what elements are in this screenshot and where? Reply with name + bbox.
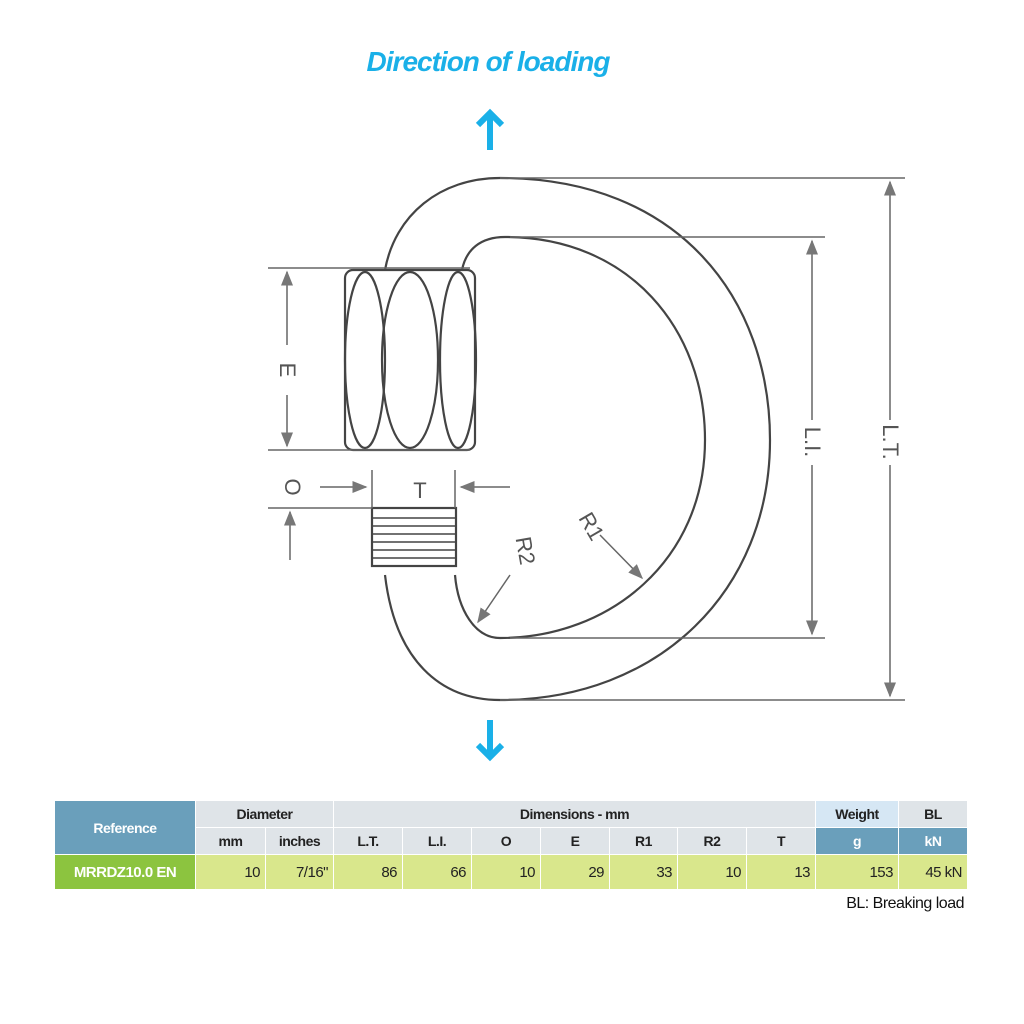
value-cell: 33 xyxy=(609,854,678,890)
subheader: R2 xyxy=(677,827,747,855)
label-lt: L.T. xyxy=(878,424,903,459)
label-li: L.I. xyxy=(800,427,825,458)
subheader: L.I. xyxy=(402,827,472,855)
value-cell: 66 xyxy=(402,854,472,890)
header-dimensions: Dimensions - mm xyxy=(333,800,816,828)
value-cell: 13 xyxy=(746,854,816,890)
specifications-table: Reference Diameter Dimensions - mm Weigh… xyxy=(54,800,968,890)
value-cell: 29 xyxy=(540,854,610,890)
label-e: E xyxy=(275,363,300,378)
value-cell: 153 xyxy=(815,854,899,890)
subheader: E xyxy=(540,827,610,855)
table-row: MRRDZ10.0 EN 10 7/16" 86 66 10 29 33 10 … xyxy=(54,854,968,890)
label-t: T xyxy=(413,478,426,503)
value-cell: 10 xyxy=(195,854,266,890)
value-cell: 45 kN xyxy=(898,854,968,890)
dimension-lines xyxy=(268,177,905,701)
quick-link-diagram: L.T. L.I. E O T R1 R2 xyxy=(268,108,905,762)
reference-cell: MRRDZ10.0 EN xyxy=(54,854,196,890)
label-o: O xyxy=(280,478,305,495)
subheader: kN xyxy=(898,827,968,855)
load-arrow-down-icon xyxy=(475,720,505,762)
value-cell: 86 xyxy=(333,854,403,890)
value-cell: 10 xyxy=(471,854,541,890)
header-weight: Weight xyxy=(815,800,899,828)
header-diameter: Diameter xyxy=(195,800,334,828)
subheader: mm xyxy=(195,827,266,855)
subheader: T xyxy=(746,827,816,855)
breaking-load-note: BL: Breaking load xyxy=(846,895,964,912)
shackle-outline xyxy=(343,176,772,702)
header-reference: Reference xyxy=(54,800,196,855)
load-arrow-up-icon xyxy=(475,108,505,150)
label-r2: R2 xyxy=(511,535,541,567)
header-bl: BL xyxy=(898,800,968,828)
value-cell: 10 xyxy=(677,854,747,890)
subheader: R1 xyxy=(609,827,678,855)
subheader: L.T. xyxy=(333,827,403,855)
value-cell: 7/16" xyxy=(265,854,334,890)
subheader: O xyxy=(471,827,541,855)
subheader: g xyxy=(815,827,899,855)
direction-of-loading-title: Direction of loading xyxy=(366,46,611,77)
subheader: inches xyxy=(265,827,334,855)
